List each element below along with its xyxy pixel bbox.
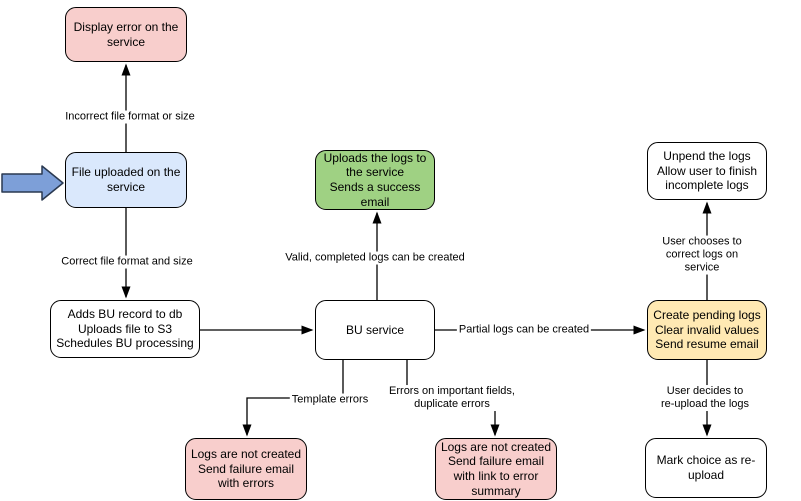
node-file-uploaded: File uploaded on the service	[65, 152, 187, 208]
node-bu-service: BU service	[315, 300, 435, 360]
edge-label-correct-on-service: User chooses to correct logs on service	[652, 235, 752, 275]
edge-label-incorrect-format: Incorrect file format or size	[63, 110, 197, 124]
node-mark-reupload: Mark choice as re- upload	[645, 438, 767, 498]
edge-label-partial-logs: Partial logs can be created	[456, 323, 592, 337]
edge-label-field-errors: Errors on important fields, duplicate er…	[387, 385, 517, 411]
node-fail-errors: Logs are not created Send failure email …	[185, 438, 307, 500]
node-uploads-logs: Uploads the logs to the service Sends a …	[315, 150, 435, 210]
node-create-pending: Create pending logs Clear invalid values…	[647, 300, 767, 360]
edge-label-reupload-decision: User decides to re-upload the logs	[657, 385, 753, 411]
edge-label-correct-format: Correct file format and size	[59, 255, 195, 269]
edge-label-valid-logs: Valid, completed logs can be created	[283, 251, 467, 265]
input-pointer-arrow-icon	[1, 165, 64, 201]
node-display-error: Display error on the service	[65, 7, 187, 62]
node-fail-summary: Logs are not created Send failure email …	[435, 438, 557, 500]
node-unpend-logs: Unpend the logs Allow user to finish inc…	[647, 142, 767, 200]
node-adds-bu-record: Adds BU record to db Uploads file to S3 …	[50, 300, 200, 358]
edge-label-template-errors: Template errors	[289, 393, 371, 407]
